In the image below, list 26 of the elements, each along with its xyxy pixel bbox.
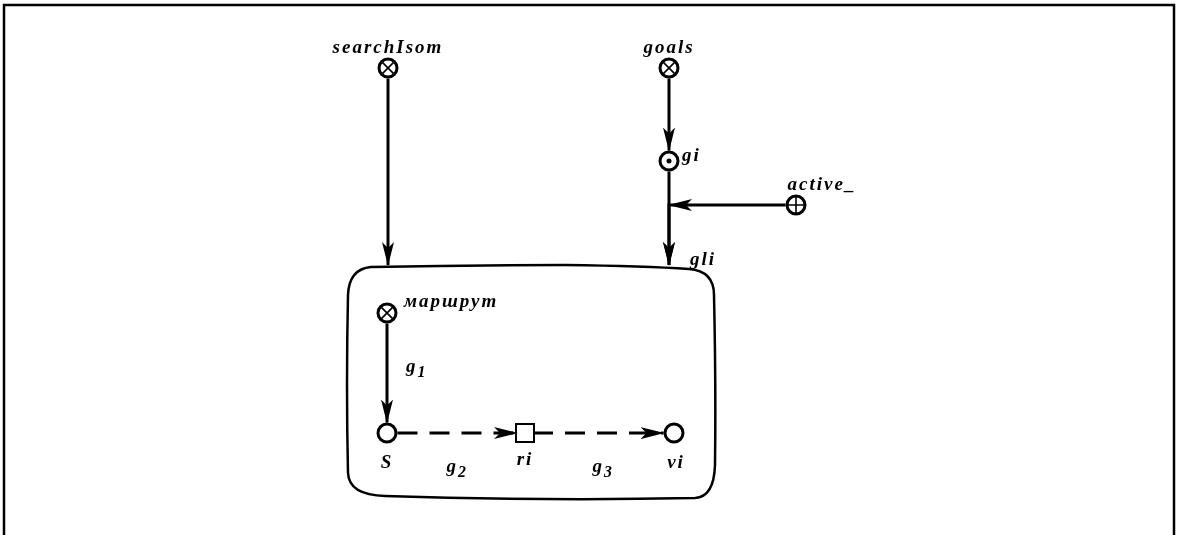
circle-node	[663, 422, 685, 444]
plus-circle-node	[785, 194, 807, 216]
edge-label: g$_{1}$	[406, 356, 428, 380]
edge-label: gli	[690, 248, 717, 268]
dotted-circle-node	[658, 150, 680, 172]
node-label: маршрут	[404, 290, 499, 310]
node-label: goals	[643, 36, 695, 56]
node-label: ri	[516, 448, 534, 468]
circle-node	[376, 422, 398, 444]
square-node	[514, 422, 536, 444]
arrow	[663, 78, 675, 152]
crossed-circle-node	[377, 57, 399, 79]
arrow	[663, 199, 786, 266]
edge-label: g$_{2}$	[446, 456, 468, 480]
crossed-circle-node	[658, 57, 680, 79]
node-label: gi	[682, 144, 701, 164]
dashed-arrow	[397, 427, 518, 439]
dashed-arrow	[533, 427, 665, 439]
node-label: active_	[787, 173, 857, 193]
node-label: S	[380, 451, 394, 471]
arrow	[381, 323, 393, 424]
arrow	[382, 78, 394, 266]
node-label: searchIsom	[332, 36, 444, 56]
crossed-circle-node	[376, 302, 398, 324]
node-label: vi	[667, 451, 685, 471]
edge-label: g$_{3}$	[592, 456, 614, 480]
